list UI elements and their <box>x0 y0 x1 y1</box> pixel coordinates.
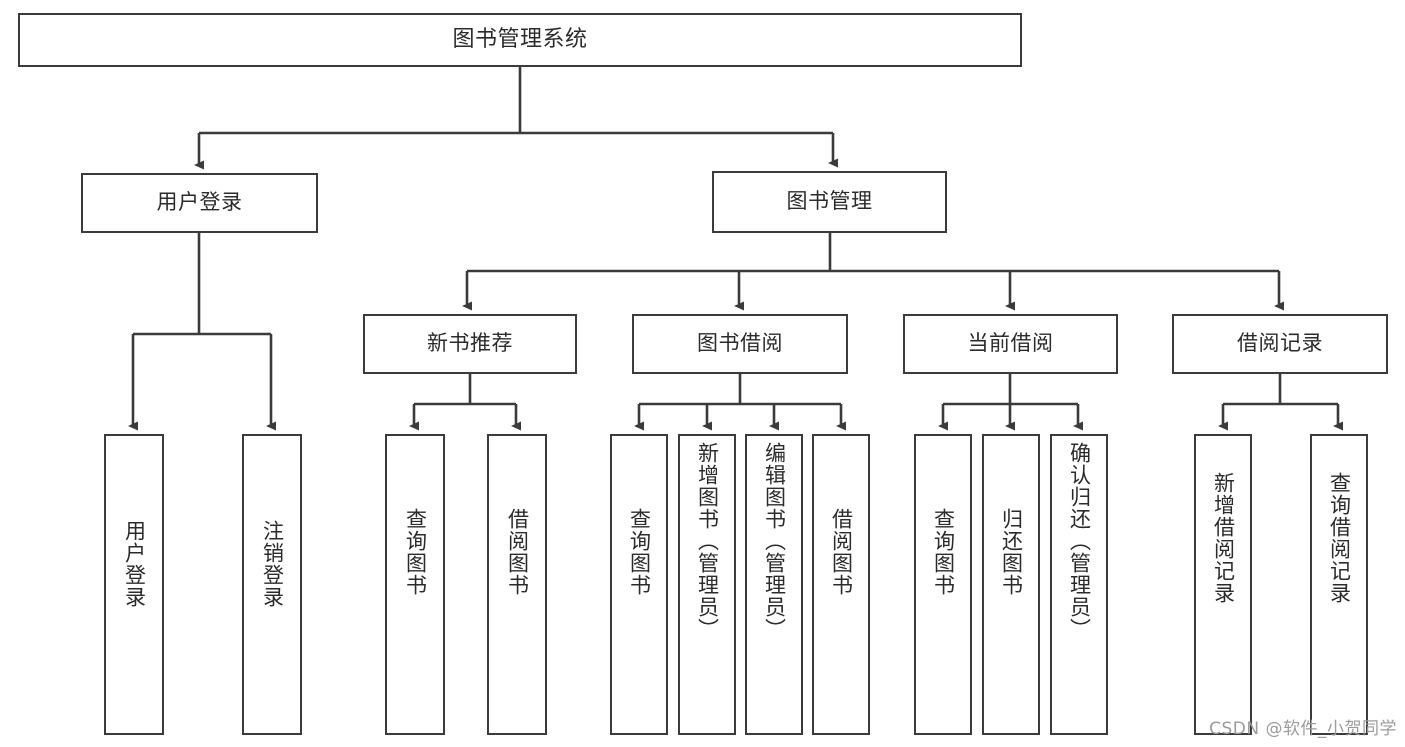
node-book-borrow[interactable]: 图书借阅 <box>632 314 848 374</box>
node-label: 查询图书 <box>931 508 956 596</box>
csdn-watermark: CSDN @软件_小贺同学 <box>1209 719 1397 739</box>
node-label: 注销登录 <box>260 520 285 608</box>
leaf-query-borrow-record[interactable]: 查询借阅记录 <box>1310 434 1368 735</box>
node-label: 借阅图书 <box>829 508 854 596</box>
leaf-confirm-return[interactable]: 确认归还（管理员） <box>1050 434 1108 735</box>
leaf-borrow-book[interactable]: 借阅图书 <box>812 434 870 735</box>
leaf-query-book-recommend[interactable]: 查询图书 <box>385 434 445 735</box>
leaf-add-borrow-record[interactable]: 新增借阅记录 <box>1194 434 1252 735</box>
node-label: 编辑图书（管理员） <box>762 442 787 640</box>
node-new-book-recommend[interactable]: 新书推荐 <box>363 314 577 374</box>
leaf-query-book-borrow[interactable]: 查询图书 <box>610 434 668 735</box>
leaf-logout-login[interactable]: 注销登录 <box>242 434 302 735</box>
leaf-query-book-current[interactable]: 查询图书 <box>914 434 972 735</box>
node-borrow-record[interactable]: 借阅记录 <box>1172 314 1388 374</box>
leaf-edit-book[interactable]: 编辑图书（管理员） <box>745 434 803 735</box>
node-label: 借阅图书 <box>505 508 530 596</box>
leaf-borrow-book-recommend[interactable]: 借阅图书 <box>487 434 547 735</box>
node-label: 查询图书 <box>627 508 652 596</box>
node-book-management[interactable]: 图书管理 <box>712 171 947 233</box>
node-label: 用户登录 <box>156 190 243 215</box>
leaf-return-book[interactable]: 归还图书 <box>982 434 1040 735</box>
node-label: 新增借阅记录 <box>1211 472 1236 604</box>
node-label: 归还图书 <box>999 508 1024 596</box>
leaf-user-login[interactable]: 用户登录 <box>104 434 164 735</box>
node-root-system[interactable]: 图书管理系统 <box>18 13 1022 67</box>
node-user-login[interactable]: 用户登录 <box>81 173 318 233</box>
node-label: 查询图书 <box>403 508 428 596</box>
node-label: 图书借阅 <box>697 331 783 356</box>
node-label: 新增图书（管理员） <box>695 442 720 640</box>
node-current-borrow[interactable]: 当前借阅 <box>903 314 1118 374</box>
node-label: 图书管理系统 <box>452 26 588 52</box>
node-label: 新书推荐 <box>427 331 513 356</box>
node-label: 图书管理 <box>786 189 873 214</box>
node-label: 用户登录 <box>122 520 147 608</box>
node-label: 查询借阅记录 <box>1327 472 1352 604</box>
node-label: 当前借阅 <box>967 331 1054 356</box>
node-label: 确认归还（管理员） <box>1067 442 1092 640</box>
node-label: 借阅记录 <box>1237 331 1323 356</box>
leaf-add-book[interactable]: 新增图书（管理员） <box>678 434 736 735</box>
